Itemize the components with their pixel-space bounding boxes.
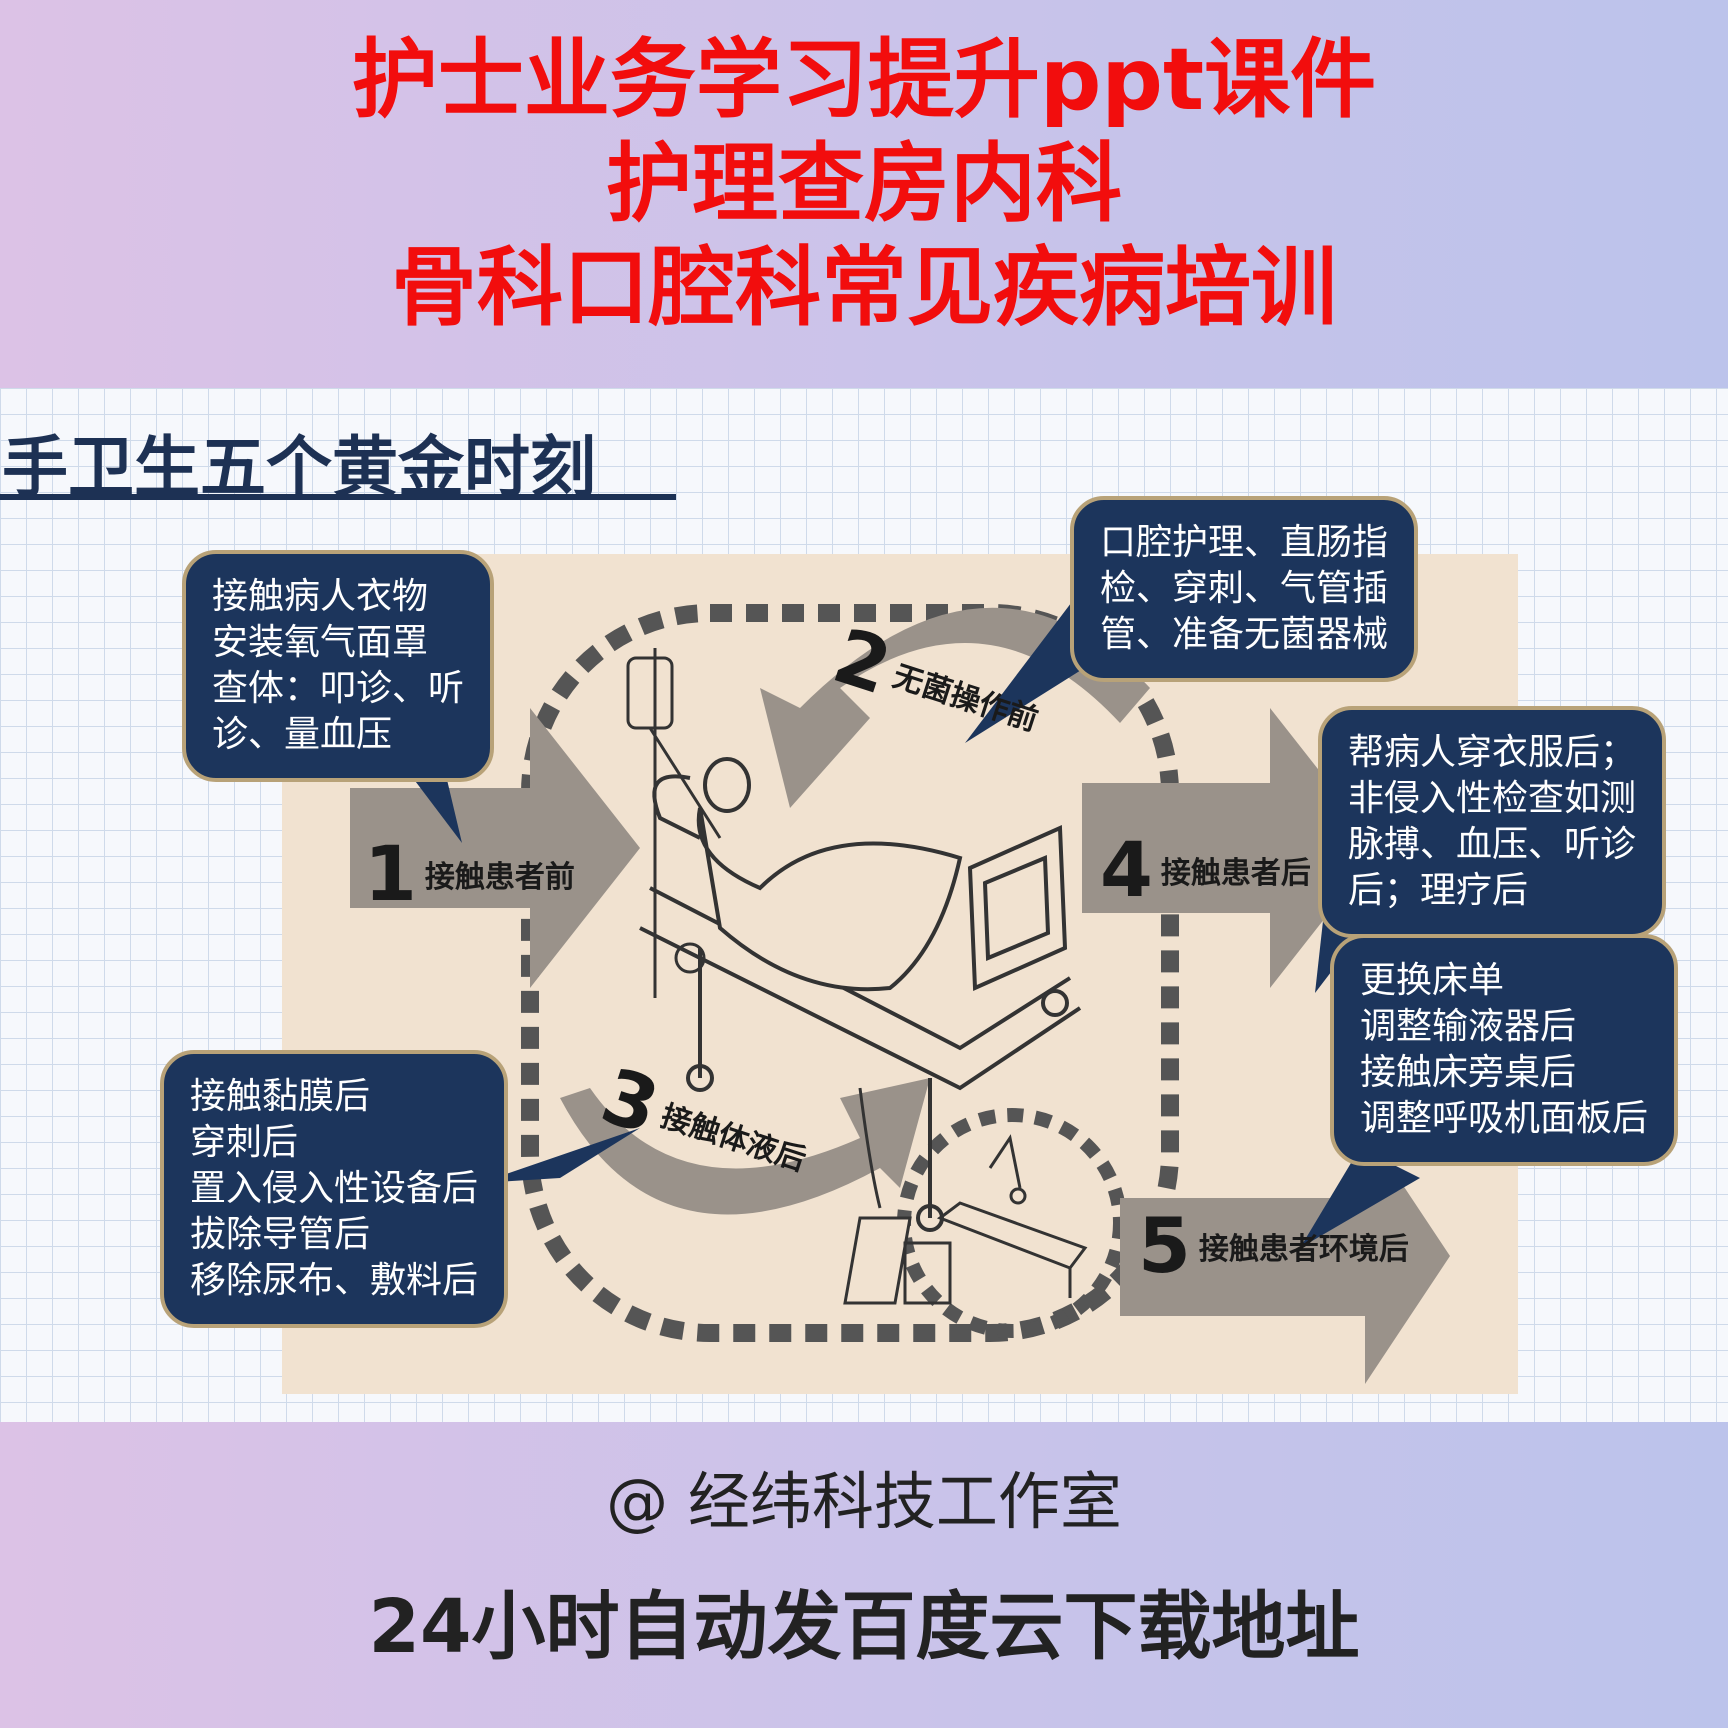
moment-1-label: 1 接触患者前 xyxy=(364,836,575,912)
bubble-moment-4: 帮病人穿衣服后； 非侵入性检查如测 脉搏、血压、听诊 后；理疗后 xyxy=(1318,706,1667,938)
moment-4-number: 4 xyxy=(1100,825,1153,914)
bubble-3-line: 置入侵入性设备后 xyxy=(190,1168,479,1209)
bubble-2-line: 口腔护理、直肠指 xyxy=(1100,522,1389,563)
bubble-5-line: 更换床单 xyxy=(1360,960,1505,1001)
bubble-3-tail xyxy=(480,1128,640,1183)
hospital-bed-icon xyxy=(639,757,1082,1232)
moment-4-label: 4 接触患者后 xyxy=(1100,832,1311,908)
moment-3-arrow xyxy=(560,1078,930,1215)
bubble-4-line: 脉搏、血压、听诊 xyxy=(1348,824,1637,865)
bubble-5-line: 调整输液器后 xyxy=(1360,1006,1577,1047)
moment-1-text: 接触患者前 xyxy=(424,860,575,895)
slide-title: 手卫生五个黄金时刻 xyxy=(2,429,596,506)
slide-image: 手卫生五个黄金时刻 xyxy=(0,388,1728,1422)
bubble-1-line: 安装氧气面罩 xyxy=(212,622,429,663)
bubble-5-line: 调整呼吸机面板后 xyxy=(1360,1098,1649,1139)
bubble-1-line: 接触病人衣物 xyxy=(212,576,429,617)
bubble-4-line: 非侵入性检查如测 xyxy=(1348,778,1637,819)
download-note: 24小时自动发百度云下载地址 xyxy=(368,1584,1360,1670)
bubble-3-line: 接触黏膜后 xyxy=(190,1076,371,1117)
bubble-3-line: 穿刺后 xyxy=(190,1122,299,1163)
moment-1-number: 1 xyxy=(364,829,417,918)
bubble-moment-3: 接触黏膜后 穿刺后 置入侵入性设备后 拔除导管后 移除尿布、敷料后 xyxy=(160,1050,509,1328)
bubble-moment-5: 更换床单 调整输液器后 接触床旁桌后 调整呼吸机面板后 xyxy=(1330,934,1679,1166)
header-title-line-1: 护士业务学习提升ppt课件 xyxy=(351,30,1377,130)
header-banner: 护士业务学习提升ppt课件 护理查房内科 骨科口腔科常见疾病培训 xyxy=(0,0,1728,388)
studio-credit: @ 经纬科技工作室 xyxy=(606,1465,1122,1538)
bubble-4-line: 帮病人穿衣服后； xyxy=(1348,732,1637,773)
moment-5-text: 接触患者环境后 xyxy=(1198,1232,1409,1267)
bubble-5-line: 接触床旁桌后 xyxy=(1360,1052,1577,1093)
drainage-bag-icon xyxy=(843,1087,912,1305)
moment-1-arrow xyxy=(350,708,640,988)
header-title-line-2: 护理查房内科 xyxy=(606,134,1122,234)
moment-5-label: 5 接触患者环境后 xyxy=(1138,1208,1409,1284)
bubble-2-line: 检、穿刺、气管插 xyxy=(1100,568,1389,609)
footer-banner: @ 经纬科技工作室 24小时自动发百度云下载地址 xyxy=(0,1422,1728,1728)
bubble-moment-2: 口腔护理、直肠指 检、穿刺、气管插 管、准备无菌器械 xyxy=(1070,496,1419,682)
bubble-2-line: 管、准备无菌器械 xyxy=(1100,614,1389,655)
bubble-1-line: 诊、量血压 xyxy=(212,714,393,755)
header-title-line-3: 骨科口腔科常见疾病培训 xyxy=(391,238,1337,338)
slide-title-underline xyxy=(0,494,676,500)
bubble-5-tail xyxy=(1300,1148,1420,1248)
bubble-1-line: 查体：叩诊、听 xyxy=(212,668,465,709)
environment-bed-icon xyxy=(903,1134,1088,1305)
moment-4-text: 接触患者后 xyxy=(1160,856,1311,891)
bubble-3-line: 移除尿布、敷料后 xyxy=(190,1260,479,1301)
moment-5-number: 5 xyxy=(1138,1201,1191,1290)
bubble-3-line: 拔除导管后 xyxy=(190,1214,371,1255)
bubble-4-line: 后；理疗后 xyxy=(1348,870,1529,911)
moment-4-arrow xyxy=(1082,708,1380,988)
bubble-moment-1: 接触病人衣物 安装氧气面罩 查体：叩诊、听 诊、量血压 xyxy=(182,550,495,782)
